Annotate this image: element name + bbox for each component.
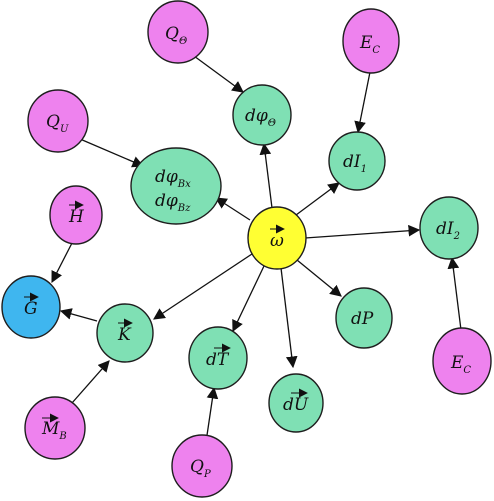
edge-mb-to-k xyxy=(71,360,110,404)
node-m-b: MB xyxy=(24,396,86,460)
edge-omega-to-dphitheta xyxy=(259,142,273,209)
node-g: G xyxy=(1,275,61,339)
edge-qtheta-to-dphitheta xyxy=(193,55,244,93)
node-e-c-bottom-shape xyxy=(432,327,492,395)
node-q-u-shape xyxy=(27,89,89,153)
edge-ectop-to-di1 xyxy=(354,71,371,134)
edge-omega-to-dp xyxy=(296,259,342,297)
edge-omega-to-du xyxy=(280,267,298,369)
edge-qp-to-dt xyxy=(205,386,219,443)
node-d-u-label: dU xyxy=(283,395,309,415)
node-d-i1-shape xyxy=(328,131,386,191)
edge-omega-to-di1 xyxy=(291,182,340,219)
node-d-phi-bxz: dφBx dφBz xyxy=(130,147,222,225)
edge-omega-to-di2 xyxy=(304,224,421,239)
edge-omega-to-dt xyxy=(232,265,265,333)
edge-h-to-g xyxy=(51,242,73,284)
edge-omega-to-dphibxz xyxy=(215,197,251,221)
node-d-i2-label: dI2 xyxy=(436,219,460,242)
node-h-shape xyxy=(49,185,103,245)
edges xyxy=(51,55,462,443)
node-q-p-label: QP xyxy=(190,457,211,480)
node-q-theta: QΘ xyxy=(147,0,209,64)
node-d-phi-bxz-label-1: dφBx xyxy=(155,167,191,190)
node-d-i2-shape xyxy=(419,196,479,260)
edge-k-to-g xyxy=(59,308,98,322)
node-h: H xyxy=(49,185,103,245)
node-d-t-shape xyxy=(188,326,248,390)
node-d-i1-label: dI1 xyxy=(343,152,367,175)
node-d-u-shape xyxy=(268,373,324,433)
node-e-c-bottom-label: EC xyxy=(450,353,471,376)
node-d-phi-bxz-shape xyxy=(130,147,222,225)
node-d-p-shape xyxy=(335,287,393,349)
node-d-phi-theta-shape xyxy=(232,84,292,146)
node-d-t-label: dT xyxy=(206,350,230,370)
node-e-c-bottom: EC xyxy=(432,327,492,395)
node-q-u: QU xyxy=(27,89,89,153)
node-k-label: K xyxy=(117,325,132,345)
node-e-c-top: EC xyxy=(342,8,400,74)
edge-omega-to-k xyxy=(153,253,253,320)
node-q-u-label: QU xyxy=(46,112,69,135)
node-d-p: dP xyxy=(335,287,393,349)
node-h-label: H xyxy=(68,207,85,227)
node-k: K xyxy=(96,303,154,363)
node-m-b-label: MB xyxy=(41,419,67,442)
node-q-theta-label: QΘ xyxy=(165,24,187,47)
edge-ecbottom-to-di2 xyxy=(447,256,462,331)
node-omega-label: ω xyxy=(270,231,284,251)
node-omega: ω xyxy=(247,206,307,270)
node-q-theta-shape xyxy=(147,0,209,64)
node-g-label: G xyxy=(24,299,38,319)
node-d-u: dU xyxy=(268,373,324,433)
node-k-shape xyxy=(96,303,154,363)
node-m-b-shape xyxy=(24,396,86,460)
node-d-p-label: dP xyxy=(351,309,374,329)
node-d-t: dT xyxy=(188,326,248,390)
node-d-phi-theta: dφΘ xyxy=(232,84,292,146)
node-q-p: QP xyxy=(171,434,233,498)
node-omega-shape xyxy=(247,206,307,270)
node-q-p-shape xyxy=(171,434,233,498)
node-e-c-top-shape xyxy=(342,8,400,74)
node-d-phi-bxz-label-2: dφBz xyxy=(155,191,191,214)
node-g-shape xyxy=(1,275,61,339)
node-e-c-top-label: EC xyxy=(359,33,380,56)
edge-qu-to-dphibxz xyxy=(79,138,145,168)
node-d-i2: dI2 xyxy=(419,196,479,260)
node-d-phi-theta-label: dφΘ xyxy=(245,106,276,129)
node-d-i1: dI1 xyxy=(328,131,386,191)
